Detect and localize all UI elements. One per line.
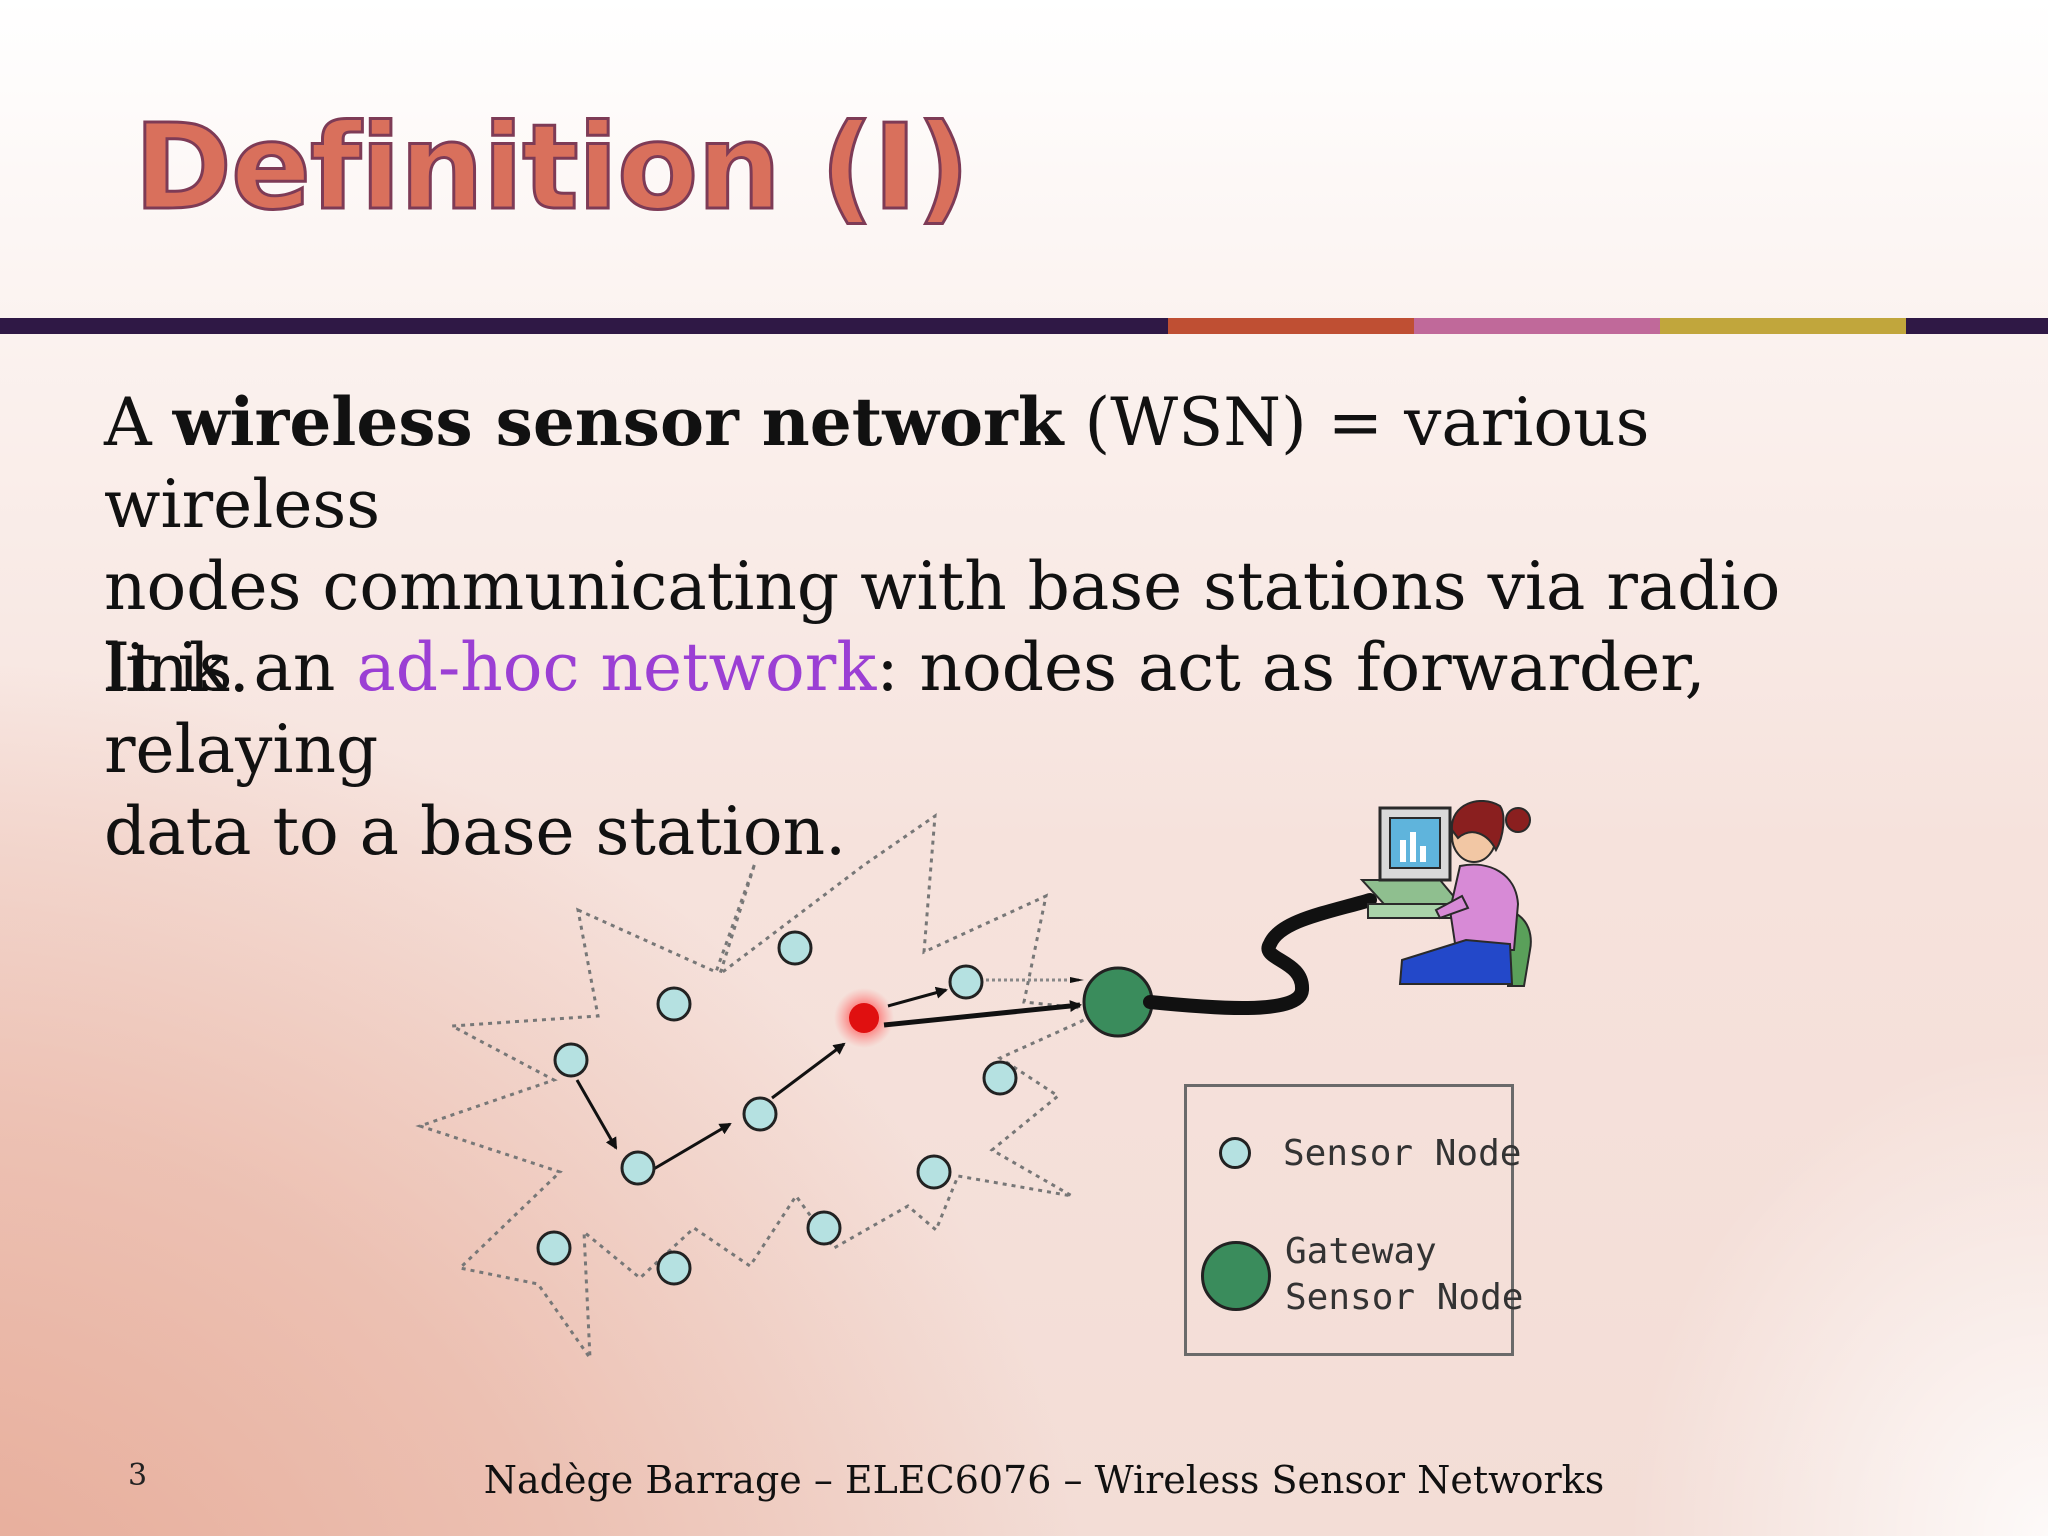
paragraph-text: nodes communicating with base stations v… [104,548,1781,707]
slide-number: 3 [128,1458,148,1493]
title-rule-segment [0,318,1168,334]
adhoc-paragraph: It is an ad-hoc network: nodes act as fo… [104,627,1944,873]
legend-label-gateway: Gateway [1285,1231,1437,1272]
paragraph-text: (WSN) = various wireless [104,384,1650,543]
legend-label-gateway-sensor-node: Sensor Node [1285,1277,1524,1318]
sensor-node-icon [553,1042,589,1078]
paragraph-text: It is an [104,629,357,706]
paragraph-text: data to a base station. [104,793,847,870]
active-node [849,1003,879,1033]
diagram-legend: Sensor Node Gateway Sensor Node [1184,1084,1523,1356]
sensor-node-icon [656,1250,692,1286]
title-rule-segment [1906,318,2048,334]
definition-paragraph: A wireless sensor network (WSN) = variou… [104,381,1944,710]
title-rule-segment [1168,318,1414,334]
title-rule-segment [1414,318,1660,334]
network-boundary [415,812,1105,1364]
slide-title: Definition (I) [133,97,972,238]
sensor-node-icon [620,1150,656,1186]
highlight-term: ad-hoc network [356,629,877,706]
slide-footer: Nadège Barrage – ELEC6076 – Wireless Sen… [483,1458,1605,1502]
sensor-node-icon [982,1060,1018,1096]
user-computer-icon [1359,800,1532,987]
sensor-node-icon [916,1154,952,1190]
sensor-node-icon [656,986,692,1022]
sensor-node-icon [806,1210,842,1246]
gateway-node-icon [1082,966,1154,1038]
paragraph-text: A [104,384,173,461]
gateway-node-icon [1201,1241,1271,1311]
sensor-node-icon [536,1230,572,1266]
sensor-node-icon [777,930,813,966]
title-rule-segment [1660,318,1906,334]
sensor-node-icon [742,1096,778,1132]
paragraph-text: : nodes act as forwarder, relaying [104,629,1706,788]
wsn-diagram [415,800,1532,1364]
legend-label-sensor-node: Sensor Node [1283,1133,1522,1174]
sensor-node-icon [1219,1137,1251,1169]
bold-term: wireless sensor network [172,383,1064,461]
sensor-node-icon [948,964,984,1000]
